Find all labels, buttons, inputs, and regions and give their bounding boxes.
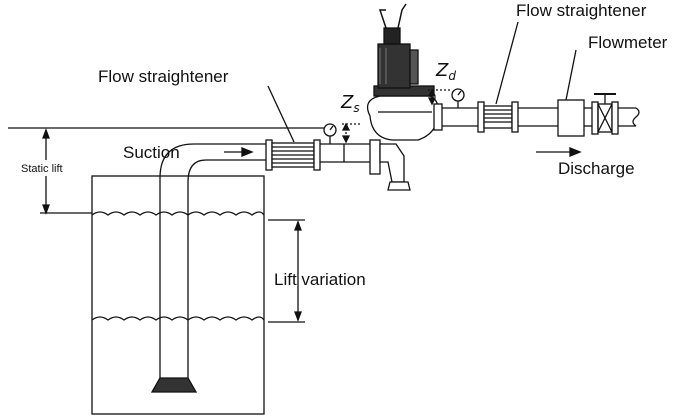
leader-flowmeter xyxy=(565,49,577,101)
label-static-lift: Static lift xyxy=(21,163,63,175)
zd-dimension xyxy=(427,88,452,106)
pump-assembly xyxy=(366,3,439,191)
zs-dimension xyxy=(341,122,362,144)
discharge-arrow xyxy=(536,147,582,157)
label-zs-sub: s xyxy=(353,101,359,115)
static-lift-dimension xyxy=(18,128,92,215)
discharge-pipe xyxy=(433,103,480,131)
suction-gauge xyxy=(323,123,337,144)
lower-water-level xyxy=(91,316,265,321)
leader-lines xyxy=(267,21,577,143)
discharge-gauge xyxy=(451,88,465,108)
label-lift-variation: Lift variation xyxy=(274,270,366,289)
sump-tank xyxy=(91,175,265,415)
gate-valve xyxy=(591,93,619,135)
flow-straightener-right xyxy=(477,101,519,133)
label-zs-main: Z xyxy=(340,92,354,113)
label-suction: Suction xyxy=(123,143,180,162)
flow-straightener-left xyxy=(265,139,321,171)
leader-flow-straightener-left xyxy=(267,85,295,143)
label-discharge: Discharge xyxy=(558,159,635,178)
suction-pipe xyxy=(150,143,268,393)
label-zd-sub: d xyxy=(448,69,456,83)
lift-variation-dimension xyxy=(268,219,305,323)
label-flowmeter: Flowmeter xyxy=(588,33,668,52)
leader-flow-straightener-right xyxy=(495,21,519,105)
suction-spool xyxy=(320,143,372,163)
upper-water-level xyxy=(91,211,265,216)
flowmeter-device xyxy=(557,99,592,137)
label-zd: Zd xyxy=(435,60,456,83)
label-flow-straightener-right: Flow straightener xyxy=(516,1,647,20)
label-zd-main: Z xyxy=(435,60,449,81)
discharge-spool xyxy=(518,107,560,127)
label-zs: Zs xyxy=(340,92,360,115)
outlet-pipe xyxy=(618,107,640,127)
label-flow-straightener-left: Flow straightener xyxy=(98,67,229,86)
